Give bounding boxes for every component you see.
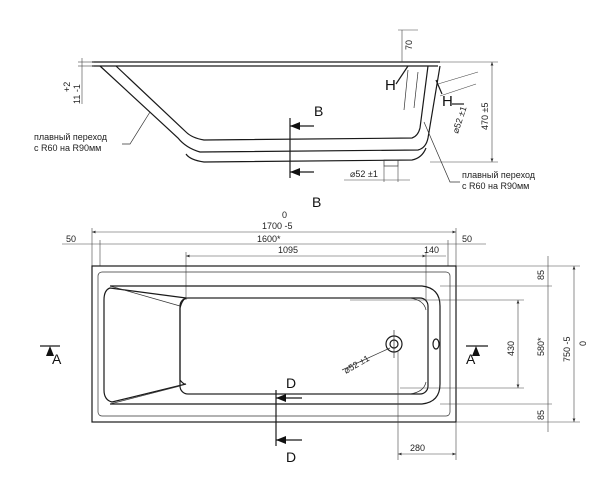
- dim-50-left-text: 50: [66, 234, 76, 244]
- dim-1095-text: 1095: [278, 245, 298, 255]
- dim-430-text: 430: [506, 341, 516, 356]
- dim-470-text: 470 ±5: [480, 103, 490, 130]
- section-a-left-label: A: [52, 351, 62, 367]
- section-b-top-label: B: [314, 103, 323, 119]
- dim-85-top-text: 85: [536, 270, 546, 280]
- tub-inner-profile: [115, 65, 429, 141]
- section-b-arrowhead-top: [290, 122, 300, 130]
- basin-outer-outline: [110, 285, 441, 405]
- dim-140-text: 140: [424, 245, 439, 255]
- side-view: 70 +2 11 -1 470 ±5 ⌀52 ±1 H H плавный пе…: [34, 29, 536, 210]
- label-h-left: H: [385, 77, 396, 94]
- note-left-line2: с R60 на R90мм: [34, 143, 101, 153]
- tub-rim-inner: [97, 271, 451, 417]
- basin-floor-edge-bottom: [186, 381, 427, 395]
- basin-slope-top: [109, 285, 181, 307]
- dim-1600-text: 1600*: [257, 234, 281, 244]
- dim-length-tol-text: 0: [282, 210, 287, 220]
- note-right-line1: плавный переход: [462, 170, 536, 180]
- section-a-right-arrow: [472, 346, 480, 356]
- overflow-line: [403, 69, 409, 111]
- dim-drain-plan-text: ⌀52 ±1: [342, 353, 371, 376]
- dim-drain-top-text: ⌀52 ±1: [450, 105, 468, 135]
- section-a-right-label: A: [466, 351, 476, 367]
- section-d-arrowhead-bottom: [276, 436, 286, 444]
- basin-floor-edge-top: [186, 297, 427, 311]
- overflow-line-2: [413, 71, 419, 109]
- section-d-bottom-label: D: [286, 449, 296, 465]
- tub-outer-profile: [99, 65, 441, 153]
- label-h-right: H: [442, 93, 453, 110]
- tub-base: [185, 147, 427, 163]
- dim-70-text: 70: [404, 40, 414, 50]
- section-d-top-label: D: [286, 375, 296, 391]
- dim-top-tol-text: +2: [62, 82, 72, 92]
- section-b-bottom-label: B: [312, 194, 321, 210]
- basin-slope-bottom: [109, 385, 181, 405]
- dim-50-right-text: 50: [462, 234, 472, 244]
- note-left-leader: [122, 111, 151, 145]
- dim-drain-bottom-text: ⌀52 ±1: [350, 169, 378, 179]
- dim-280-text: 280: [410, 443, 425, 453]
- note-left-line1: плавный переход: [34, 132, 108, 142]
- section-a-left-arrow: [46, 346, 54, 356]
- h-right-pointer: [435, 79, 443, 95]
- drain-stub: [383, 159, 399, 167]
- note-right-leader: [423, 121, 460, 183]
- tub-rim-outer: [91, 265, 457, 423]
- basin-left-wedge: [103, 287, 189, 403]
- overflow-hole: [432, 338, 440, 350]
- note-right-line2: с R60 на R90мм: [462, 181, 529, 191]
- dim-580-text: 580*: [536, 337, 546, 356]
- dim-85-bottom-text: 85: [536, 410, 546, 420]
- drain-leader: [341, 347, 391, 371]
- dim-width-tol-text: 0: [578, 341, 588, 346]
- h-left-pointer: [395, 65, 409, 85]
- dim-drain-top-line-1: [437, 71, 479, 85]
- plan-view: 0 1700 -5 50 50 1600* 1095 140 ⌀52 ±1: [40, 210, 588, 465]
- dim-width-main-text: 750 -5: [562, 336, 572, 362]
- section-d-arrowhead-top: [276, 394, 286, 402]
- section-b-arrowhead-bottom: [290, 168, 300, 176]
- dim-drain-top-line-2: [439, 83, 477, 97]
- dim-length-main-text: 1700 -5: [262, 221, 293, 231]
- dim-side-val-text: 11 -1: [72, 84, 82, 104]
